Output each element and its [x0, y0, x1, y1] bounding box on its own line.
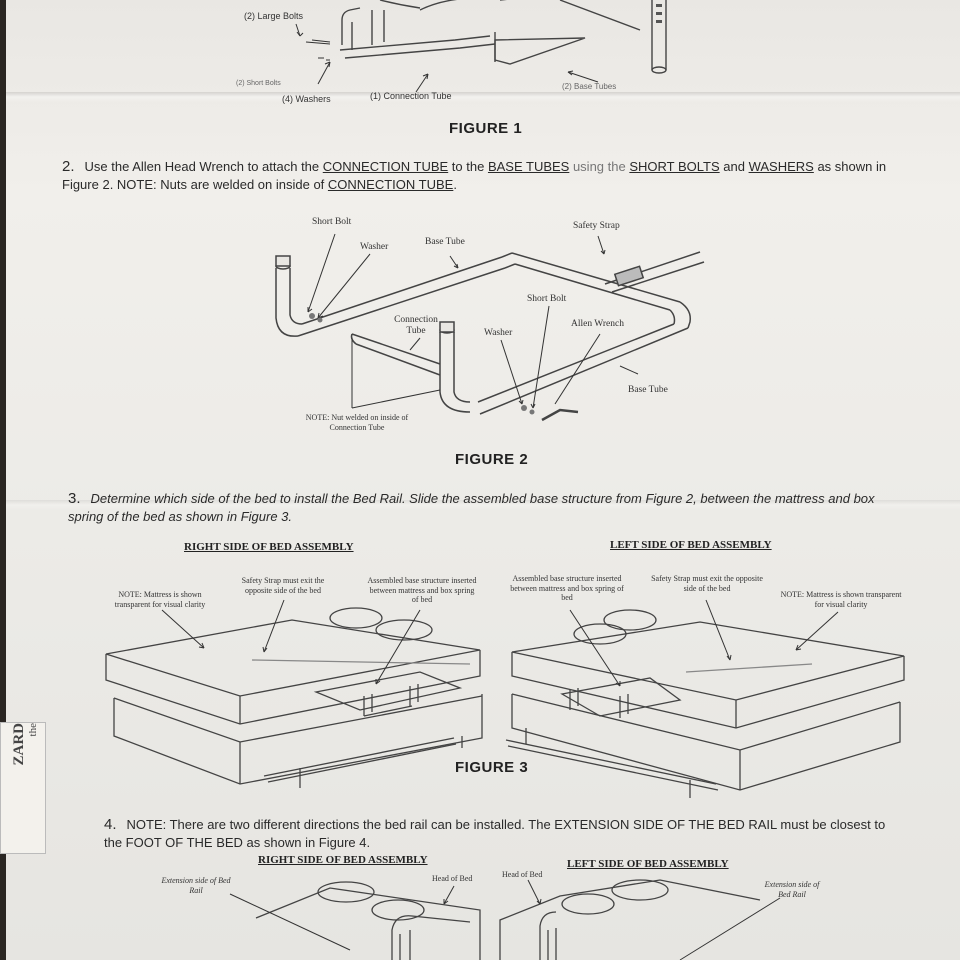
instruction-sheet — [6, 0, 960, 960]
step-2-instruction: 2.Use the Allen Head Wrench to attach th… — [62, 158, 887, 192]
large-bolts-label: (2) Large Bolts — [244, 11, 304, 21]
washer-label: Washer — [360, 242, 389, 252]
right-side-heading: RIGHT SIDE OF BED ASSEMBLY — [258, 854, 428, 866]
assembled-base-label: Assembled base structure inserted betwee… — [367, 576, 477, 605]
base-tubes-term: BASE TUBES — [487, 159, 570, 174]
washers-term: WASHERS — [748, 159, 814, 174]
mattress-note-label: NOTE: Mattress is shown transparent for … — [780, 590, 902, 609]
connection-tube-term: CONNECTION TUBE — [322, 159, 449, 174]
short-bolts-term: SHORT BOLTS — [629, 159, 720, 174]
paper-fold — [6, 500, 960, 510]
short-bolt-label: Short Bolt — [527, 294, 567, 304]
step-4-instruction: 4.NOTE: There are two different directio… — [104, 816, 886, 850]
connection-tube-label: (1) Connection Tube — [370, 91, 452, 101]
assembled-base-label: Assembled base structure inserted betwee… — [510, 574, 624, 603]
step-number: 3. — [68, 490, 81, 507]
base-tubes-label: (2) Base Tubes — [562, 82, 617, 91]
safety-strap-label: Safety Strap — [573, 221, 620, 231]
figure-3-caption: FIGURE 3 — [455, 759, 529, 776]
safety-strap-note-label: Safety Strap must exit the opposite side… — [241, 576, 325, 595]
step-number: 2. — [62, 158, 75, 175]
step-number: 4. — [104, 816, 117, 833]
figure-1-caption: FIGURE 1 — [449, 120, 523, 137]
fabric-tag: ZARD the — [0, 722, 46, 854]
step-3-instruction: 3.Determine which side of the bed to ins… — [68, 490, 875, 524]
tag-sub-text: the — [27, 723, 39, 737]
safety-strap-note-label: Safety Strap must exit the opposite side… — [651, 574, 763, 593]
right-side-heading: RIGHT SIDE OF BED ASSEMBLY — [184, 541, 354, 553]
short-bolt-label: Short Bolt — [312, 217, 352, 227]
short-bolts-label: (2) Short Bolts — [236, 80, 281, 87]
extension-side-label: Extension side of Bed Rail — [161, 876, 231, 895]
washers-label: (4) Washers — [282, 94, 331, 104]
allen-wrench-label: Allen Wrench — [571, 319, 624, 329]
head-of-bed-label: Head of Bed — [432, 874, 473, 883]
connection-tube-label: Connection Tube — [394, 315, 438, 337]
base-tube-label: Base Tube — [425, 237, 465, 247]
left-side-heading: LEFT SIDE OF BED ASSEMBLY — [567, 858, 729, 870]
tag-brand-text: ZARD — [11, 723, 27, 766]
nut-note-label: NOTE: Nut welded on inside of Connection… — [305, 413, 409, 432]
left-side-heading: LEFT SIDE OF BED ASSEMBLY — [610, 539, 772, 551]
connection-tube-term: CONNECTION TUBE — [327, 176, 454, 192]
head-of-bed-label: Head of Bed — [502, 870, 543, 879]
base-tube-label: Base Tube — [628, 385, 668, 395]
figure-2-caption: FIGURE 2 — [455, 451, 529, 468]
paper-fold — [6, 92, 960, 102]
washer-label: Washer — [484, 328, 513, 338]
extension-side-label: Extension side of Bed Rail — [764, 880, 820, 899]
mattress-note-label: NOTE: Mattress is shown transparent for … — [114, 590, 206, 609]
